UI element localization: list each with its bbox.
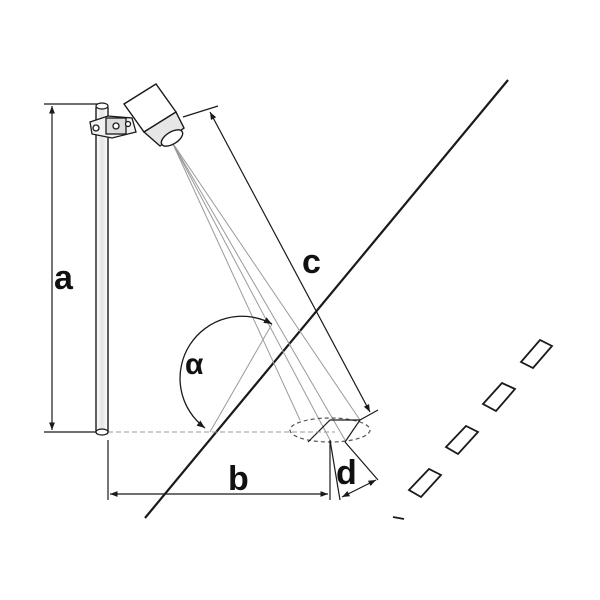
angle-alpha-reference-ray <box>209 323 273 433</box>
mounting-bracket <box>89 115 137 139</box>
beam-ray <box>171 141 346 441</box>
bracket-bolt <box>124 120 132 128</box>
dimension-d-ext-right <box>344 441 379 481</box>
lane-dash <box>444 424 480 456</box>
dimension-d-ext-left <box>329 439 341 501</box>
dimension-d <box>329 439 379 501</box>
label-alpha: α <box>185 348 204 381</box>
luminaire-lens <box>160 129 184 147</box>
lane-dash <box>407 467 443 499</box>
beam-footprint-ellipse <box>289 417 371 443</box>
pole-shaft <box>95 105 109 435</box>
lane-markings <box>392 338 554 520</box>
pole-top-cap <box>95 102 109 110</box>
bracket-bolt <box>112 122 120 130</box>
lane-dash <box>519 338 554 370</box>
dimension-a <box>44 103 100 433</box>
beam-ray <box>171 141 331 441</box>
light-pole <box>95 102 109 436</box>
label-c: c <box>302 243 321 281</box>
dimension-b <box>107 440 331 500</box>
dimension-c <box>182 105 379 421</box>
dimension-c-line <box>209 111 371 413</box>
dimension-c-ext-top <box>182 105 219 118</box>
lane-dash <box>481 381 517 413</box>
label-b: b <box>228 460 249 498</box>
luminaire-lens-housing <box>142 110 185 147</box>
pole-bottom-cap <box>95 428 109 436</box>
dimension-d-line <box>341 479 377 498</box>
dimension-c-ext-bottom <box>359 409 379 421</box>
footprint-front-edge <box>307 419 362 443</box>
label-d: d <box>336 454 357 492</box>
bracket-bolt <box>92 124 100 132</box>
angle-alpha-arc <box>179 315 273 429</box>
luminaire-head <box>122 83 185 147</box>
lane-dash-partial <box>392 516 405 520</box>
label-a: a <box>54 259 74 297</box>
